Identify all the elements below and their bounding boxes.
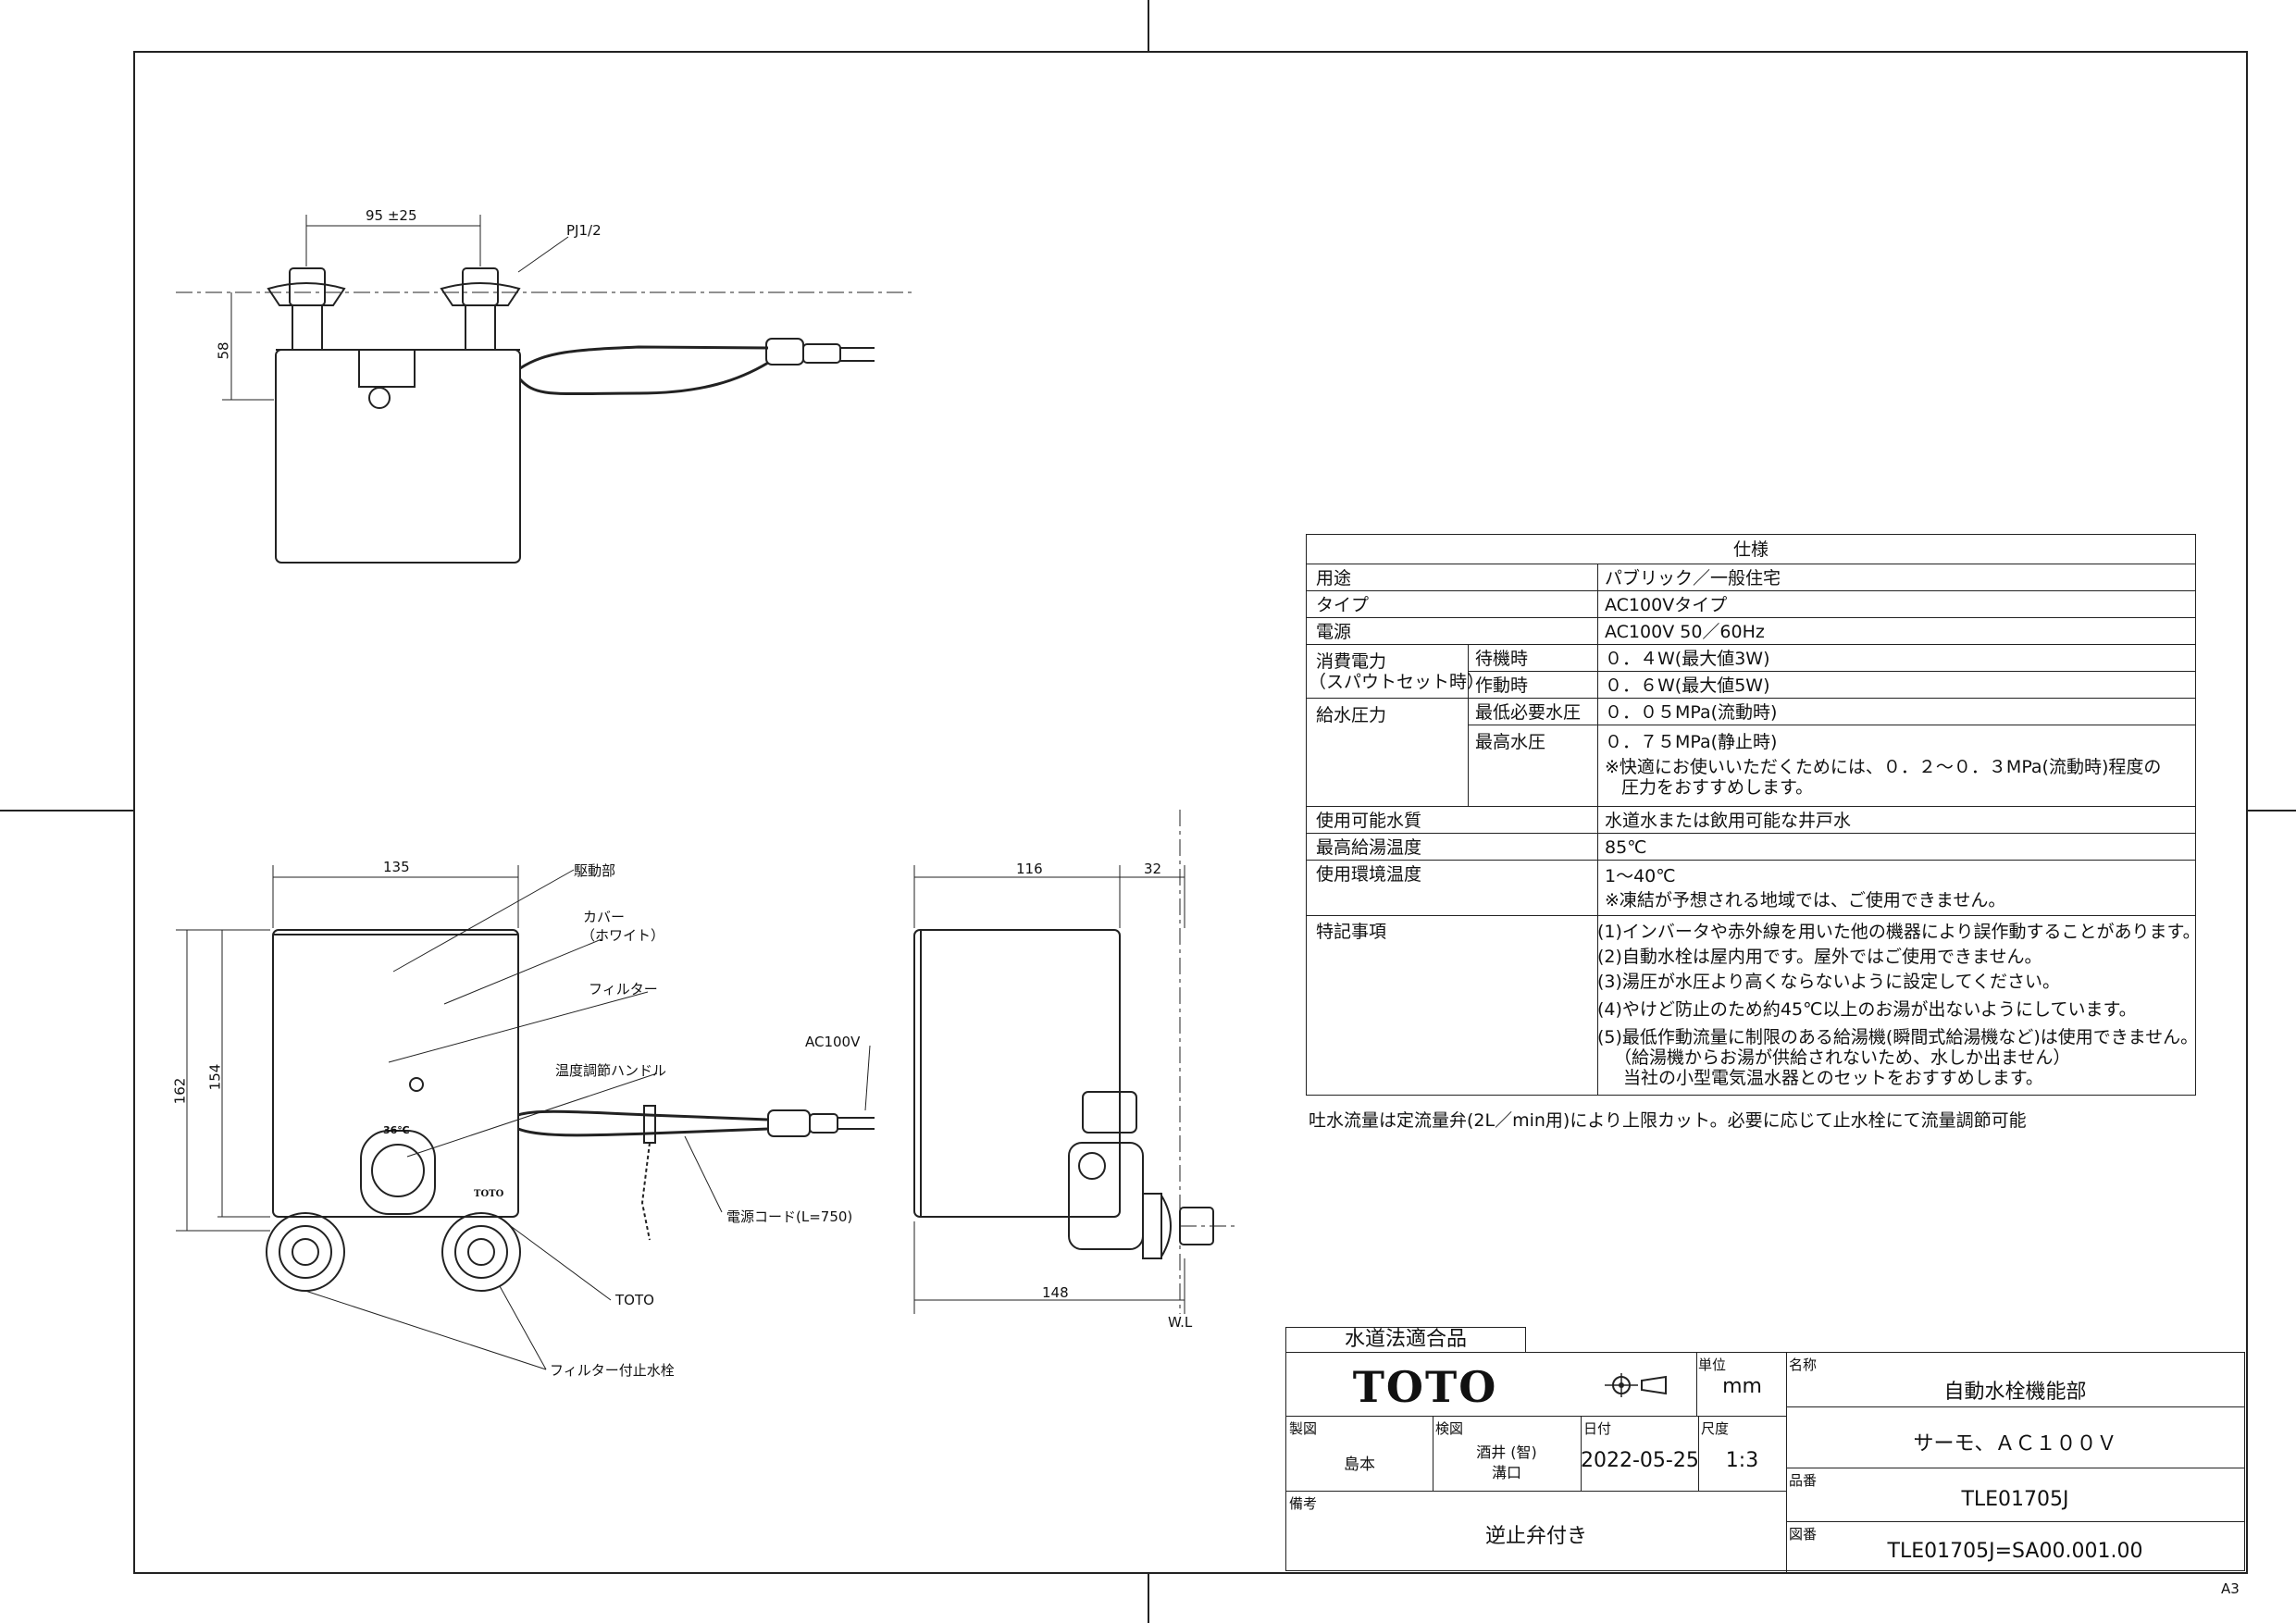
- label-cover-white: （ホワイト）: [581, 927, 665, 944]
- spec-note-1: (1)インバータや赤外線を用いた他の機器により誤作動することがあります。: [1597, 922, 2201, 942]
- spec-label-water-quality: 使用可能水質: [1316, 811, 1422, 831]
- checked-label: 検図: [1435, 1420, 1464, 1437]
- sheet-border: [133, 51, 2248, 1574]
- spec-pressure-note-1: ※快適にお使いいただくためには、０．２～０．３MPa(流動時)程度の: [1605, 757, 2162, 777]
- spec-value-use: パブリック／一般住宅: [1605, 568, 1781, 588]
- drawing-no-value: TLE01705J=SA00.001.00: [1887, 1540, 2143, 1563]
- unit-value: mm: [1722, 1375, 1762, 1398]
- name-label: 名称: [1789, 1357, 1818, 1373]
- spec-label-active: 作動時: [1475, 675, 1529, 696]
- spec-label-pressure: 給水圧力: [1316, 705, 1387, 725]
- small-logo: TOTO: [474, 1189, 504, 1199]
- spec-value-type: AC100Vタイプ: [1605, 595, 1728, 615]
- dim-front-height-body: 154: [206, 1063, 224, 1091]
- spec-label-type: タイプ: [1316, 595, 1370, 615]
- label-temp-handle: 温度調節ハンドル: [555, 1062, 667, 1079]
- flow-note: 吐水流量は定流量弁(2L／min用)により上限カット。必要に応じて止水栓にて流量…: [1309, 1110, 2027, 1131]
- spec-value-min-pressure: ０．０５MPa(流動時): [1605, 702, 1778, 723]
- drawn-label: 製図: [1289, 1420, 1318, 1437]
- spec-value-water-quality: 水道水または飲用可能な井戸水: [1605, 811, 1852, 831]
- dim-spacing: 95 ±25: [366, 207, 417, 224]
- spec-note-2: (2)自動水栓は屋内用です。屋外ではご使用できません。: [1597, 947, 2042, 967]
- toto-logo: TOTO: [1352, 1362, 1498, 1412]
- label-filter-valve: フィルター付止水栓: [550, 1362, 675, 1379]
- name-sub: サーモ、ＡＣ１００Ｖ: [1913, 1432, 2117, 1456]
- spec-label-power-supply: 電源: [1316, 622, 1352, 642]
- spec-value-active: ０．６W(最大値5W): [1605, 675, 1770, 696]
- spec-label-max-pressure: 最高水圧: [1475, 732, 1546, 752]
- drawing-no-label: 図番: [1789, 1526, 1818, 1542]
- remarks-value: 逆止弁付き: [1484, 1525, 1587, 1548]
- label-cover: カバー: [583, 909, 626, 925]
- spec-env-temp-note: ※凍結が予想される地域では、ご使用できません。: [1605, 890, 2006, 911]
- label-drive: 駆動部: [574, 862, 616, 879]
- dim-side-offset: 32: [1144, 861, 1162, 877]
- spec-label-min-pressure: 最低必要水圧: [1475, 702, 1582, 723]
- checked-value-2: 溝口: [1491, 1464, 1521, 1481]
- projection-symbol-icon: [1605, 1373, 1667, 1397]
- spec-pressure-note-2: 圧力をおすすめします。: [1621, 777, 1814, 798]
- spec-label-notes: 特記事項: [1316, 922, 1387, 942]
- dim-top-height: 58: [215, 341, 232, 360]
- spec-note-4: (4)やけど防止のため約45℃以上のお湯が出ないようにしています。: [1597, 999, 2137, 1020]
- side-view: [913, 810, 1235, 1314]
- spec-table: 仕様 用途 パブリック／一般住宅 タイプ AC100Vタイプ 電源 AC100V…: [1306, 534, 2201, 1096]
- spec-value-power-supply: AC100V 50／60Hz: [1605, 622, 1765, 642]
- part-value: TLE01705J: [1961, 1488, 2069, 1511]
- sheet-size: A3: [2221, 1580, 2240, 1597]
- top-view: [176, 215, 912, 564]
- label-cord: 電源コード(L=750): [726, 1208, 853, 1225]
- spec-value-standby: ０．４W(最大値3W): [1605, 649, 1770, 669]
- spec-note-6: （給湯機からお湯が供給されないため、水しか出ません）: [1614, 1047, 2071, 1068]
- spec-label-consumption-sub: （スパウトセット時）: [1309, 672, 1485, 692]
- spec-label-consumption: 消費電力: [1316, 651, 1387, 672]
- remarks-label: 備考: [1289, 1495, 1318, 1512]
- scale-value: 1:3: [1725, 1449, 1759, 1472]
- spec-value-max-hot: 85℃: [1605, 837, 1647, 858]
- dim-front-height-total: 162: [171, 1077, 189, 1105]
- front-view: [176, 865, 875, 1370]
- handle-temp: 36℃: [383, 1124, 410, 1136]
- checked-value-1: 酒井 (智): [1476, 1443, 1537, 1461]
- title-block: TOTO 単位 mm 名称 自動水栓機能部 サーモ、ＡＣ１００Ｖ 製図 島本 検…: [1285, 1352, 2245, 1572]
- name-value: 自動水栓機能部: [1943, 1381, 2087, 1404]
- unit-label: 単位: [1698, 1357, 1727, 1373]
- label-ac: AC100V: [805, 1034, 861, 1050]
- date-label: 日付: [1583, 1420, 1612, 1437]
- spec-note-7: 当社の小型電気温水器とのセットをおすすめします。: [1623, 1068, 2043, 1088]
- part-label: 品番: [1789, 1472, 1818, 1489]
- spec-title: 仕様: [1732, 539, 1769, 560]
- date-value: 2022-05-25: [1581, 1449, 1699, 1472]
- drawn-value: 島本: [1344, 1456, 1375, 1474]
- dim-side-total: 148: [1042, 1284, 1069, 1301]
- spec-label-standby: 待機時: [1475, 649, 1529, 669]
- dim-side-depth: 116: [1016, 861, 1043, 877]
- spec-label-max-hot: 最高給湯温度: [1316, 837, 1422, 858]
- label-wl: W.L: [1168, 1314, 1193, 1331]
- spec-value-env-temp: 1～40℃: [1605, 866, 1676, 886]
- scale-label: 尺度: [1701, 1420, 1730, 1437]
- label-toto: TOTO: [615, 1292, 654, 1308]
- spec-label-env-temp: 使用環境温度: [1316, 864, 1422, 885]
- spec-note-5: (5)最低作動流量に制限のある給湯機(瞬間式給湯機など)は使用できません。: [1597, 1027, 2199, 1047]
- dim-front-width: 135: [383, 859, 410, 875]
- thread-label: PJ1/2: [566, 222, 602, 239]
- spec-label-use: 用途: [1316, 568, 1352, 588]
- label-filter: フィルター: [589, 981, 658, 997]
- compliance-label: 水道法適合品: [1285, 1327, 1526, 1352]
- spec-note-3: (3)湯圧が水圧より高くならないように設定してください。: [1597, 972, 2061, 992]
- spec-value-max-pressure: ０．７５MPa(静止時): [1605, 732, 1778, 752]
